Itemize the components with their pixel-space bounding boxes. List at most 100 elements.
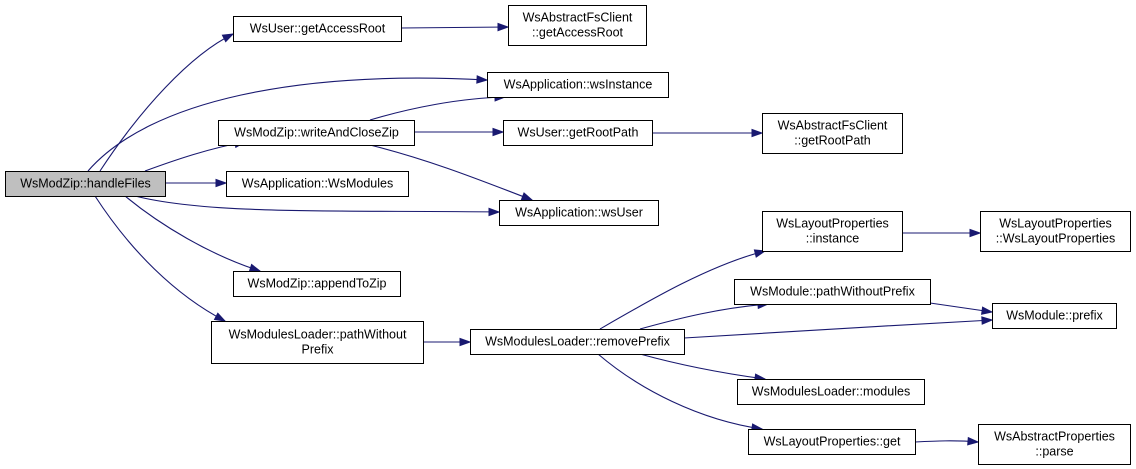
node-box [233, 271, 401, 297]
node-label: WsApplication::WsModules [242, 177, 393, 191]
node-box [487, 72, 669, 98]
node-lpGet[interactable]: WsLayoutProperties::get [748, 429, 916, 455]
edge-line [134, 195, 500, 213]
node-label: WsModZip::handleFiles [20, 177, 151, 191]
node-box [226, 171, 409, 197]
arrow-head [981, 316, 994, 325]
node-prefix[interactable]: WsModule::prefix [992, 303, 1117, 329]
arrow-head [969, 228, 982, 238]
node-label: WsUser::getRootPath [518, 126, 639, 140]
edges-layer [87, 22, 994, 446]
node-label: ::getRootPath [794, 134, 870, 148]
node-box [503, 120, 653, 146]
node-label: WsUser::getAccessRoot [250, 22, 386, 36]
edge-handleFiles-to-getAccessRoot [99, 33, 235, 172]
node-box [470, 329, 685, 355]
arrow-head [459, 337, 472, 347]
node-box [211, 321, 424, 364]
node-removePrefix[interactable]: WsModulesLoader::removePrefix [470, 329, 685, 355]
node-getRootPath[interactable]: WsUser::getRootPath [503, 120, 653, 146]
edge-removePrefix-to-pathWithoutPrefix [639, 300, 770, 330]
node-box [5, 171, 166, 197]
edge-handleFiles-to-mlPathWithoutPrefix [94, 195, 227, 322]
node-box [980, 211, 1131, 252]
node-wsModules[interactable]: WsApplication::WsModules [226, 171, 409, 197]
node-label: WsApplication::wsInstance [504, 78, 653, 92]
node-label: WsModule::prefix [1006, 309, 1103, 323]
node-label: WsModZip::appendToZip [248, 277, 387, 291]
arrow-head [492, 127, 505, 137]
edge-line [124, 195, 261, 272]
node-lpCtor[interactable]: WsLayoutProperties::WsLayoutProperties [980, 211, 1131, 252]
node-lpInstance[interactable]: WsLayoutProperties::instance [762, 211, 903, 252]
edge-pathWithoutPrefix-to-prefix [929, 302, 994, 315]
node-box [762, 113, 903, 154]
edge-writeAndCloseZip-to-getRootPath [414, 127, 505, 137]
node-box [978, 424, 1131, 465]
node-label: ::getAccessRoot [532, 26, 624, 40]
edge-line [144, 141, 246, 172]
node-label: WsModZip::writeAndCloseZip [234, 126, 399, 140]
arrow-head [221, 33, 235, 43]
node-appendToZip[interactable]: WsModZip::appendToZip [233, 271, 401, 297]
node-handleFiles[interactable]: WsModZip::handleFiles [5, 171, 166, 197]
edge-handleFiles-to-wsInstance [87, 75, 489, 172]
edge-getAccessRoot-to-absGetAccessRoot [400, 22, 510, 32]
edge-line [639, 353, 766, 380]
node-box [992, 303, 1117, 329]
edge-line [94, 195, 226, 322]
node-box [748, 429, 916, 455]
node-label: WsLayoutProperties [776, 217, 889, 231]
edge-line [87, 77, 488, 172]
node-box [218, 120, 415, 146]
edge-line [369, 96, 506, 121]
node-absGetRootPath[interactable]: WsAbstractFsClient::getRootPath [762, 113, 903, 154]
node-getAccessRoot[interactable]: WsUser::getAccessRoot [233, 16, 402, 42]
arrow-head [520, 192, 534, 201]
node-wsUser[interactable]: WsApplication::wsUser [499, 200, 659, 226]
arrow-head [213, 312, 227, 322]
edge-removePrefix-to-prefix [683, 316, 994, 339]
edge-removePrefix-to-mlModules [639, 353, 767, 382]
node-label: WsLayoutProperties [999, 217, 1112, 231]
node-label: Prefix [302, 343, 335, 357]
arrow-head [476, 75, 489, 84]
edge-mlPathWithoutPrefix-to-removePrefix [423, 337, 472, 347]
nodes-layer: WsModZip::handleFiles WsUser::getAccessRo… [5, 5, 1131, 465]
node-label: WsModulesLoader::removePrefix [485, 335, 671, 349]
node-box [499, 200, 659, 226]
node-label: WsAbstractFsClient [778, 119, 888, 133]
arrow-head [215, 178, 228, 188]
node-label: ::WsLayoutProperties [996, 232, 1116, 246]
node-wsInstance[interactable]: WsApplication::wsInstance [487, 72, 669, 98]
node-mlPathWithoutPrefix[interactable]: WsModulesLoader::pathWithoutPrefix [211, 321, 424, 364]
node-label: WsModulesLoader::pathWithout [229, 328, 407, 342]
node-pathWithoutPrefix[interactable]: WsModule::pathWithoutPrefix [734, 279, 931, 305]
node-label: WsApplication::wsUser [515, 206, 643, 220]
edge-writeAndCloseZip-to-wsUser [369, 144, 534, 201]
edge-line [683, 319, 993, 339]
edge-line [369, 144, 533, 201]
node-box [233, 16, 402, 42]
edge-handleFiles-to-wsUser [134, 195, 501, 217]
edge-writeAndCloseZip-to-wsInstance [369, 93, 507, 121]
edge-lpGet-to-apParse [914, 436, 980, 446]
node-label: WsAbstractFsClient [523, 11, 633, 25]
node-label: WsLayoutProperties::get [764, 435, 901, 449]
arrow-head [248, 263, 262, 272]
node-writeAndCloseZip[interactable]: WsModZip::writeAndCloseZip [218, 120, 415, 146]
arrow-head [981, 306, 994, 315]
node-label: WsModule::pathWithoutPrefix [750, 285, 915, 299]
edge-line [400, 26, 509, 29]
node-box [508, 5, 647, 46]
node-label: WsModulesLoader::modules [752, 385, 910, 399]
edge-line [639, 303, 769, 330]
edge-line [597, 353, 763, 430]
edge-getRootPath-to-absGetRootPath [652, 128, 764, 138]
node-absGetAccessRoot[interactable]: WsAbstractFsClient::getAccessRoot [508, 5, 647, 46]
arrow-head [751, 128, 764, 138]
node-apParse[interactable]: WsAbstractProperties::parse [978, 424, 1131, 465]
node-box [737, 379, 925, 405]
node-mlModules[interactable]: WsModulesLoader::modules [737, 379, 925, 405]
